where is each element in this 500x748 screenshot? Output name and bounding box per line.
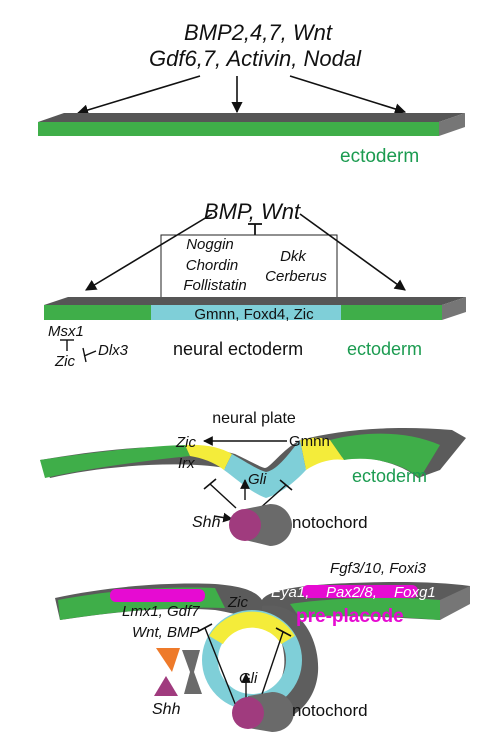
panel4-zic-arc — [209, 611, 295, 645]
panel2-slab-top — [44, 297, 466, 305]
panel2-ectoderm-label: ectoderm — [347, 339, 422, 359]
panel4-orange-gradient — [156, 648, 180, 672]
panel3-inhibit-line-left — [209, 483, 237, 509]
panel4-preplacode-band-left — [110, 589, 205, 602]
panel4-notochord-label: notochord — [292, 701, 368, 720]
panel3-ectoderm-layer-right — [330, 433, 440, 478]
panel2-zic-dlx-bar — [82, 347, 87, 363]
panel4-ectoderm-right — [290, 597, 440, 620]
panel2-signals: BMP, Wnt — [204, 199, 301, 224]
panel3-notochord-label: notochord — [292, 513, 368, 532]
panel2-neural-ectoderm-label: neural ectoderm — [173, 339, 303, 359]
panel3-notochord — [229, 509, 261, 541]
panel4-inhibit-line-left — [204, 627, 237, 707]
panel4-fgf-line: Fgf3/10, Foxi3 — [330, 560, 427, 577]
panel4-eya1: Eya1, — [271, 584, 309, 601]
panel3-zic-layer-right — [300, 437, 344, 470]
panel4-inhibit-bar-left — [196, 623, 213, 633]
panel4-slab-end — [440, 586, 470, 620]
panel3-gmnn: Gmnn — [289, 433, 330, 450]
panel4-gli: Gli — [239, 670, 258, 687]
panel4-lmx-line: Lmx1, Gdf7 — [122, 603, 200, 620]
panel3-irx: Irx — [178, 455, 195, 472]
panel4-foxg1: Foxg1 — [394, 584, 436, 601]
panel2-follistatin: Follistatin — [183, 277, 246, 294]
panel4-inhibit-bar-right — [275, 627, 292, 637]
panel3-zic: Zic — [175, 434, 196, 451]
panel3-neural-plate-label: neural plate — [212, 410, 296, 427]
panel2-cerberus: Cerberus — [265, 268, 327, 285]
panel2-dkk: Dkk — [280, 248, 307, 265]
panel1-arrow-left — [76, 75, 201, 116]
panel3-shh: Shh — [192, 514, 221, 531]
panel1-ectoderm-label: ectoderm — [340, 146, 419, 167]
panel3-inhibit-bar-left — [203, 478, 217, 490]
panel2-zic: Zic — [54, 353, 75, 370]
panel2-chordin: Chordin — [186, 257, 239, 274]
panel3-inhibit-bar-right — [279, 479, 293, 491]
panel3-ectoderm-label: ectoderm — [352, 466, 427, 486]
panel1-slab-top — [38, 113, 465, 122]
panel3-gli: Gli — [248, 471, 267, 488]
panel1-ectoderm-layer — [38, 122, 439, 136]
panel4-purple-gradient — [154, 676, 178, 696]
panel3-zic-layer-left — [185, 444, 232, 470]
panel2-arrow-left — [85, 213, 213, 291]
panel4-wnt-line: Wnt, BMP — [132, 624, 200, 641]
panel2-msx1: Msx1 — [48, 323, 84, 340]
panel1-slab-side — [439, 113, 465, 136]
panel3-ectoderm-layer — [40, 445, 190, 478]
panel4-notochord — [232, 697, 264, 729]
panel2-ectoderm-layer-right — [341, 305, 442, 320]
panel-2-neural-induction: BMP, Wnt Noggin Chordin Follistatin Dkk … — [44, 199, 466, 370]
panel2-arrow-right — [299, 213, 406, 291]
panel2-slab-side — [442, 297, 466, 320]
panel4-gray-wedge — [182, 650, 202, 694]
panel1-signals-line1: BMP2,4,7, Wnt — [184, 20, 333, 45]
panel4-zic: Zic — [227, 594, 248, 611]
panel2-ectoderm-layer-left — [44, 305, 151, 320]
panel-3-neural-plate: neural plate Zic Gmnn Irx ectoderm Gli S… — [40, 410, 466, 546]
panel4-shh: Shh — [152, 701, 181, 718]
panel-4-pre-placode: Fgf3/10, Foxi3 Eya1, Pax2/8, Foxg1 pre-p… — [55, 560, 470, 732]
panel4-preplacode-label: pre-placode — [296, 606, 404, 627]
panel-1-ectoderm: BMP2,4,7, Wnt Gdf6,7, Activin, Nodal ect… — [38, 20, 465, 167]
panel1-signals-line2: Gdf6,7, Activin, Nodal — [149, 46, 362, 71]
panel1-arrow-right — [289, 75, 407, 115]
panel2-zic-dlx-stem — [83, 350, 97, 357]
panel2-neural-layer — [151, 305, 341, 320]
panel4-pax: Pax2/8, — [326, 584, 377, 601]
panel2-noggin: Noggin — [186, 236, 234, 253]
panel2-dlx3: Dlx3 — [98, 342, 129, 359]
panel2-neural-genes: Gmnn, Foxd4, Zic — [194, 306, 314, 323]
panel4-preplacode-band-right — [302, 585, 418, 598]
panel3-shh-arrow — [213, 512, 233, 523]
